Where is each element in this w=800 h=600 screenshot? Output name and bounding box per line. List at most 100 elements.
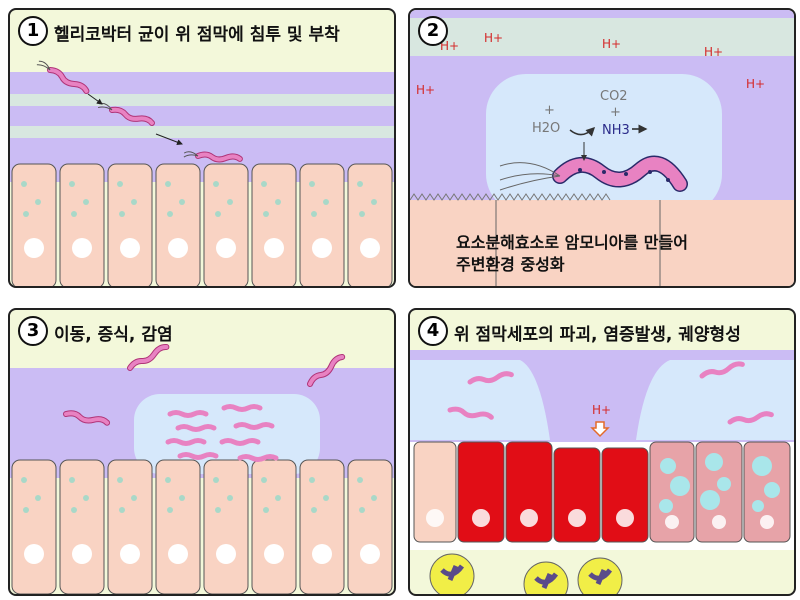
microvilli [410,193,611,201]
proton-label: H+ [602,37,621,51]
granule [263,211,269,217]
granule [213,181,219,187]
panel-3-illustration [10,343,394,594]
granule [117,181,123,187]
granule [215,211,221,217]
granule [263,507,269,513]
granule [275,495,281,501]
granule [117,477,123,483]
nh3-label: NH3 [602,123,630,138]
cell-damaged [505,441,553,543]
bacterium [699,361,745,379]
cell-nucleus [360,238,380,258]
granule [213,477,219,483]
bacterium [727,411,774,425]
granule [227,495,233,501]
epithelium [11,459,393,594]
caption-line: 주변환경 중성화 [456,255,565,274]
cell-nucleus [312,238,332,258]
cell-nucleus [216,238,236,258]
granule [323,495,329,501]
movement-arrow [87,93,103,105]
granule [309,477,315,483]
epithelial-cell [251,163,297,286]
granule [71,211,77,217]
granule [311,507,317,513]
proton-label: H+ [416,83,435,97]
proton-label: H+ [704,45,723,59]
granule [357,181,363,187]
proton-label: H+ [484,31,503,45]
granule [167,211,173,217]
panel-4: H+ 4 위 점막세포의 파괴, 염증발생, 궤양형성 [408,308,796,596]
cell-nucleus [120,238,140,258]
granule [165,181,171,187]
neutral-zone [410,360,550,440]
mucus-band [10,94,394,106]
granule [71,507,77,513]
granule [359,507,365,513]
cell-nucleus [24,238,44,258]
panel-3: 3 이동, 증식, 감염 [8,308,396,596]
granule [179,495,185,501]
bacterium [63,410,111,426]
bacterium [307,354,346,387]
cell-damaged [553,447,601,543]
cell-nucleus [24,544,44,564]
panel-4-illustration: H+ [410,350,794,594]
granule [261,477,267,483]
granule [309,181,315,187]
neutral-zone [486,74,722,214]
epithelium [11,163,393,286]
granule [131,495,137,501]
granule [83,495,89,501]
bacterium [499,142,688,192]
cell-damaged [601,447,649,543]
panel-2: H+ H+ H+ H+ H+ H+ + H2O CO2 + NH3 2 요소분해… [408,8,796,288]
immune-cells [429,553,623,594]
granule [119,211,125,217]
cell-healthy [413,441,457,543]
panel-1-illustration [10,60,394,286]
cell-nucleus [120,544,140,564]
granule [21,181,27,187]
granule [83,199,89,205]
granule [21,477,27,483]
epithelial-cell [59,459,105,594]
panel-title: 헬리코박터 균이 위 점막에 침투 및 부착 [54,25,340,45]
epithelial-cell [11,459,57,594]
bacterium [36,60,90,94]
reaction-arrow [569,126,596,137]
granule [359,211,365,217]
granule [215,507,221,513]
cell-nucleus [216,544,236,564]
cell-nucleus [264,544,284,564]
epithelial-cell [299,163,345,286]
mucus-band [410,18,794,56]
epithelium [410,200,794,286]
bacterium [183,151,243,163]
granule [69,477,75,483]
cell-damaged [457,441,505,543]
granule [227,199,233,205]
epithelial-cell [251,459,297,594]
panel-2-illustration: H+ H+ H+ H+ H+ H+ + H2O CO2 + NH3 [410,10,794,286]
cell-nucleus [312,544,332,564]
panel-title: 위 점막세포의 파괴, 염증발생, 궤양형성 [454,325,741,345]
bacterium [447,406,494,420]
proton-label: H+ [592,403,611,417]
epithelial-cell [59,163,105,286]
epithelial-cell [347,163,393,286]
granule [311,211,317,217]
granule [23,507,29,513]
granule [165,477,171,483]
mucus-band [10,126,394,138]
granule [371,199,377,205]
movement-arrow [155,133,183,146]
epithelial-cell [299,459,345,594]
granule [275,199,281,205]
plus-sign: + [610,105,621,120]
panel-title: 이동, 증식, 감염 [54,325,173,345]
epithelial-cell [11,163,57,286]
bacterium [467,371,514,385]
